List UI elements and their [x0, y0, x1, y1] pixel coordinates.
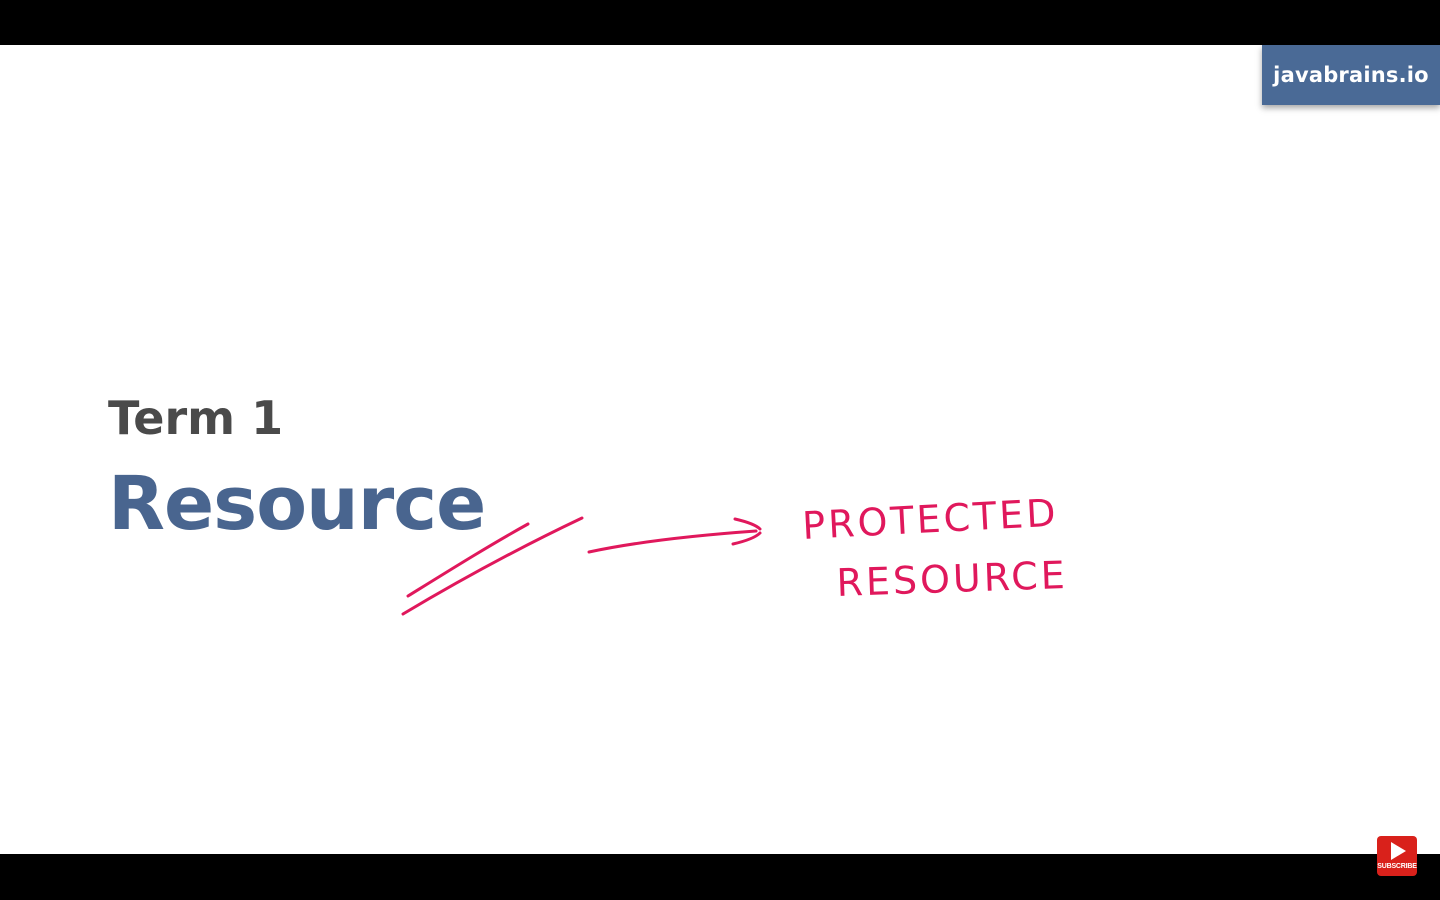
play-icon — [1391, 842, 1406, 860]
term-label: Term 1 — [108, 391, 284, 445]
subscribe-label: SUBSCRIBE — [1377, 863, 1417, 870]
brand-label: javabrains.io — [1273, 63, 1429, 87]
subscribe-button[interactable]: SUBSCRIBE — [1377, 836, 1417, 876]
slide: javabrains.io Term 1 Resource PROTECTED … — [0, 45, 1440, 854]
handwritten-annotation: PROTECTED RESOURCE — [401, 491, 1069, 616]
term-title: Resource — [108, 461, 486, 547]
letterbox-bottom — [0, 854, 1440, 900]
letterbox-top — [0, 0, 1440, 45]
brand-badge: javabrains.io — [1262, 45, 1440, 105]
annotation-line-1: PROTECTED — [801, 491, 1059, 548]
arrow-head-upper — [733, 517, 762, 531]
arrow-head-lower — [731, 531, 762, 546]
annotation-line-2: RESOURCE — [836, 553, 1069, 605]
arrow-shaft — [587, 529, 758, 554]
